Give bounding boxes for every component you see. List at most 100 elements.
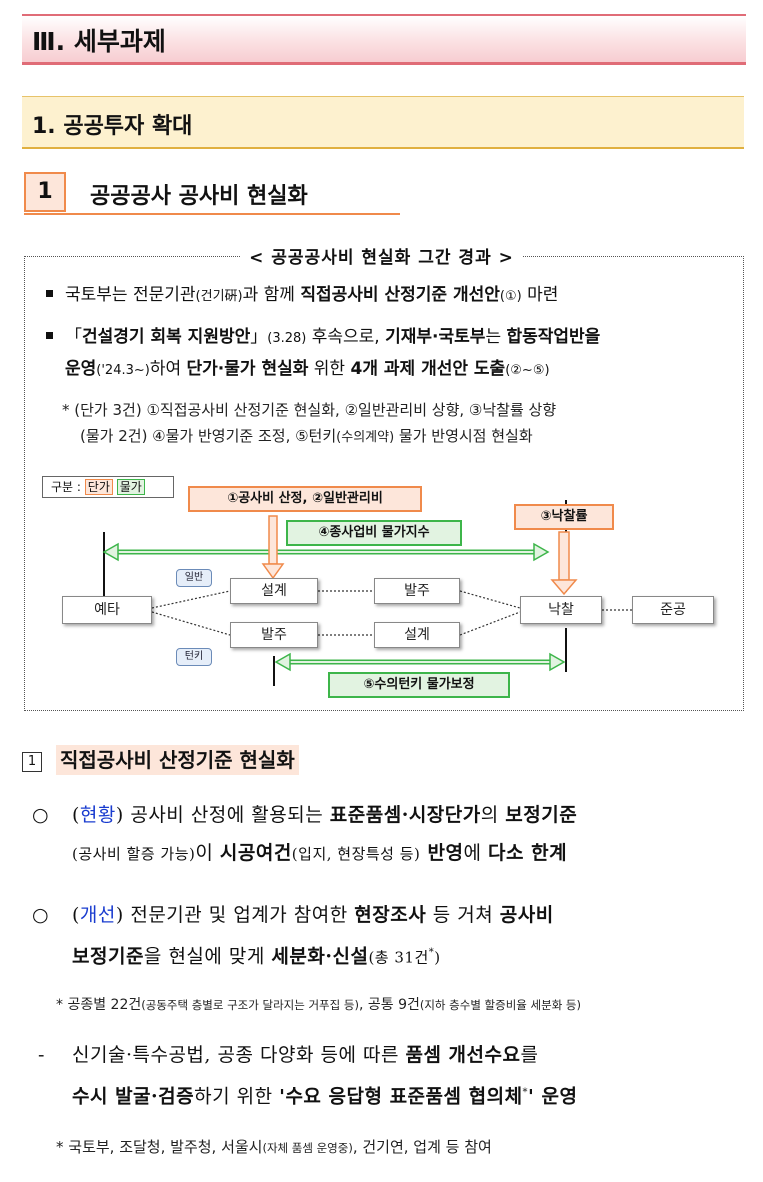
- text: * 국토부, 조달청, 발주청, 서울시: [56, 1138, 263, 1156]
- text: 보정기준: [505, 804, 578, 826]
- text: ): [115, 804, 124, 826]
- text: (②~⑤): [505, 363, 550, 378]
- text: 기재부·국토부: [385, 327, 486, 347]
- text: 등 거쳐: [426, 904, 500, 926]
- text: 의: [480, 804, 506, 826]
- text: 신기술·특수공법, 공종 다양화 등에 따른: [72, 1044, 406, 1066]
- diagram-item-1-2: ①공사비 산정, ②일반관리비: [188, 486, 422, 512]
- text: , 공통 9건: [358, 997, 420, 1013]
- text: 마련: [521, 285, 559, 305]
- text: 4개 과제 개선안 도출: [350, 359, 506, 379]
- detail-footnote-1: * 공종별 22건(공동주택 층별로 구조가 달라지는 거푸집 등), 공통 9…: [56, 994, 756, 1014]
- detail-improvement-line2: 보정기준을 현실에 맞게 세분화·신설(총 31건*): [32, 934, 748, 976]
- summary-bullet-2-line2: 운영('24.3~)하여 단가·물가 현실화 위한 4개 과제 개선안 도출(②…: [46, 354, 738, 386]
- detail-committee-line1: - 신기술·특수공법, 공종 다양화 등에 따른 품셈 개선수요를: [38, 1036, 750, 1074]
- diagram-stage-award: 낙찰: [520, 596, 602, 624]
- task-title: 공공공사 공사비 현실화: [90, 184, 308, 209]
- diagram-stage-design-bottom: 설계: [374, 622, 460, 648]
- task-number-box: 1: [24, 172, 66, 212]
- summary-note-1: * (단가 3건) ①직접공사비 산정기준 현실화, ②일반관리비 상향, ③낙…: [62, 401, 557, 419]
- summary-note-2: (물가 2건) ④물가 반영기준 조정, ⑤턴키(수의계약) 물가 반영시점 현…: [62, 423, 732, 451]
- detail-status-line2: (공사비 할증 가능)이 시공여건(입지, 현장특성 등) 반영에 다소 한계: [32, 834, 748, 873]
- diagram-stage-order-bottom: 발주: [230, 622, 318, 648]
- diagram-item-5: ⑤수의턴키 물가보정: [328, 672, 510, 698]
- status-label: 현황: [79, 804, 116, 826]
- square-bullet-icon: [46, 331, 53, 339]
- text: 「: [65, 327, 82, 347]
- summary-bullet-2-line1: 「건설경기 회복 지원방안」(3.28) 후속으로, 기재부·국토부는 합동작업…: [46, 322, 738, 354]
- summary-bullet-1: 국토부는 전문기관(건기硏)과 함께 직접공사비 산정기준 개선안(①) 마련: [46, 280, 736, 312]
- text: ): [434, 948, 441, 967]
- text: 를: [520, 1044, 539, 1066]
- text: (공사비 할증 가능): [72, 845, 196, 863]
- diagram-tag-turnkey: 턴키: [176, 648, 212, 666]
- detail-title: 직접공사비 산정기준 현실화: [56, 745, 299, 775]
- summary-title: < 공공공사비 현실화 그간 경과 >: [0, 243, 763, 268]
- text: 이: [195, 842, 220, 864]
- text: 표준품셈·시장단가: [329, 804, 481, 826]
- section-header-text: Ⅲ. 세부과제: [32, 27, 166, 56]
- text: 하기 위한: [194, 1085, 280, 1108]
- text: (입지, 현장특성 등): [291, 845, 421, 863]
- text: 품셈 개선수요: [405, 1044, 521, 1066]
- text: 보정기준: [72, 945, 144, 968]
- text: 후속으로,: [306, 327, 386, 347]
- text: 국토부는 전문기관: [65, 285, 196, 305]
- dash-bullet: -: [38, 1044, 45, 1066]
- detail-number-box: 1: [22, 752, 42, 772]
- text: * 공종별 22건: [56, 997, 142, 1013]
- text: (수의계약): [336, 430, 395, 445]
- text: 단가·물가 현실화: [186, 359, 309, 379]
- task-title-underline: [24, 213, 400, 215]
- text: 합동작업반을: [506, 327, 601, 347]
- text: , 건기연, 업계 등 참여: [352, 1138, 492, 1156]
- diagram-stage-complete: 준공: [632, 596, 714, 624]
- diagram-stage-order-top: 발주: [374, 578, 460, 604]
- summary-bullet-2: 「건설경기 회복 지원방안」(3.28) 후속으로, 기재부·국토부는 합동작업…: [46, 322, 738, 386]
- circle-bullet: ○: [32, 804, 50, 826]
- section-header: Ⅲ. 세부과제: [22, 14, 746, 64]
- detail-paragraph-improvement: ○(개선) 전문기관 및 업계가 참여한 현장조사 등 거쳐 공사비 보정기준을…: [32, 896, 748, 976]
- text: 건설경기 회복 지원방안: [82, 327, 251, 347]
- diagram-lines: [102, 500, 632, 686]
- text: (공동주택 층별로 구조가 달라지는 거푸집 등): [141, 998, 359, 1012]
- detail-paragraph-committee: - 신기술·특수공법, 공종 다양화 등에 따른 품셈 개선수요를 수시 발굴·검…: [38, 1036, 750, 1115]
- section-header-underline: [22, 64, 746, 65]
- text: 공사비: [499, 904, 554, 926]
- subsection-header-text: 1. 공공투자 확대: [32, 114, 193, 139]
- circle-bullet: ○: [32, 904, 50, 926]
- diagram-item-3: ③낙찰률: [514, 504, 614, 530]
- text: (건기硏): [195, 289, 243, 304]
- text: 는: [485, 327, 507, 347]
- text: (: [72, 804, 80, 826]
- text: '수요 응답형 표준품셈 협의체: [279, 1085, 523, 1108]
- diagram-legend: 구분 : 단가 물가: [42, 476, 174, 498]
- improvement-label: 개선: [79, 904, 116, 926]
- legend-label: 구분 :: [51, 480, 81, 494]
- text: 직접공사비 산정기준 개선안: [300, 285, 500, 305]
- text: (물가 2건) ④물가 반영기준 조정, ⑤턴키: [80, 427, 337, 445]
- text: 공사비 산정에 활용되는: [123, 804, 330, 826]
- diagram-tag-general: 일반: [176, 569, 212, 587]
- text: 수시 발굴·검증: [72, 1085, 195, 1108]
- text: 을 현실에 맞게: [143, 945, 272, 968]
- detail-improvement-line1: ○(개선) 전문기관 및 업계가 참여한 현장조사 등 거쳐 공사비: [32, 896, 748, 934]
- diagram-item-4: ④종사업비 물가지수: [286, 520, 462, 546]
- summary-title-text: < 공공공사비 현실화 그간 경과 >: [241, 248, 522, 268]
- text: 시공여건: [219, 842, 292, 864]
- text: *: [522, 1087, 529, 1098]
- diagram-stage-yeta: 예타: [62, 596, 152, 624]
- text: ('24.3~): [96, 363, 150, 378]
- text: 위한: [308, 359, 351, 379]
- text: 하여: [149, 359, 187, 379]
- text: *: [428, 947, 435, 958]
- text: (자체 품셈 운영중): [262, 1141, 353, 1155]
- text: (지하 층수별 할증비율 세분화 등): [419, 998, 581, 1012]
- diagram-stage-design-top: 설계: [230, 578, 318, 604]
- text: (①): [499, 289, 522, 304]
- text: 현장조사: [354, 904, 427, 926]
- text: 세분화·신설: [271, 945, 369, 968]
- text: ' 운영: [528, 1085, 578, 1108]
- legend-unit-price: 단가: [84, 479, 113, 495]
- text: 」: [250, 327, 268, 347]
